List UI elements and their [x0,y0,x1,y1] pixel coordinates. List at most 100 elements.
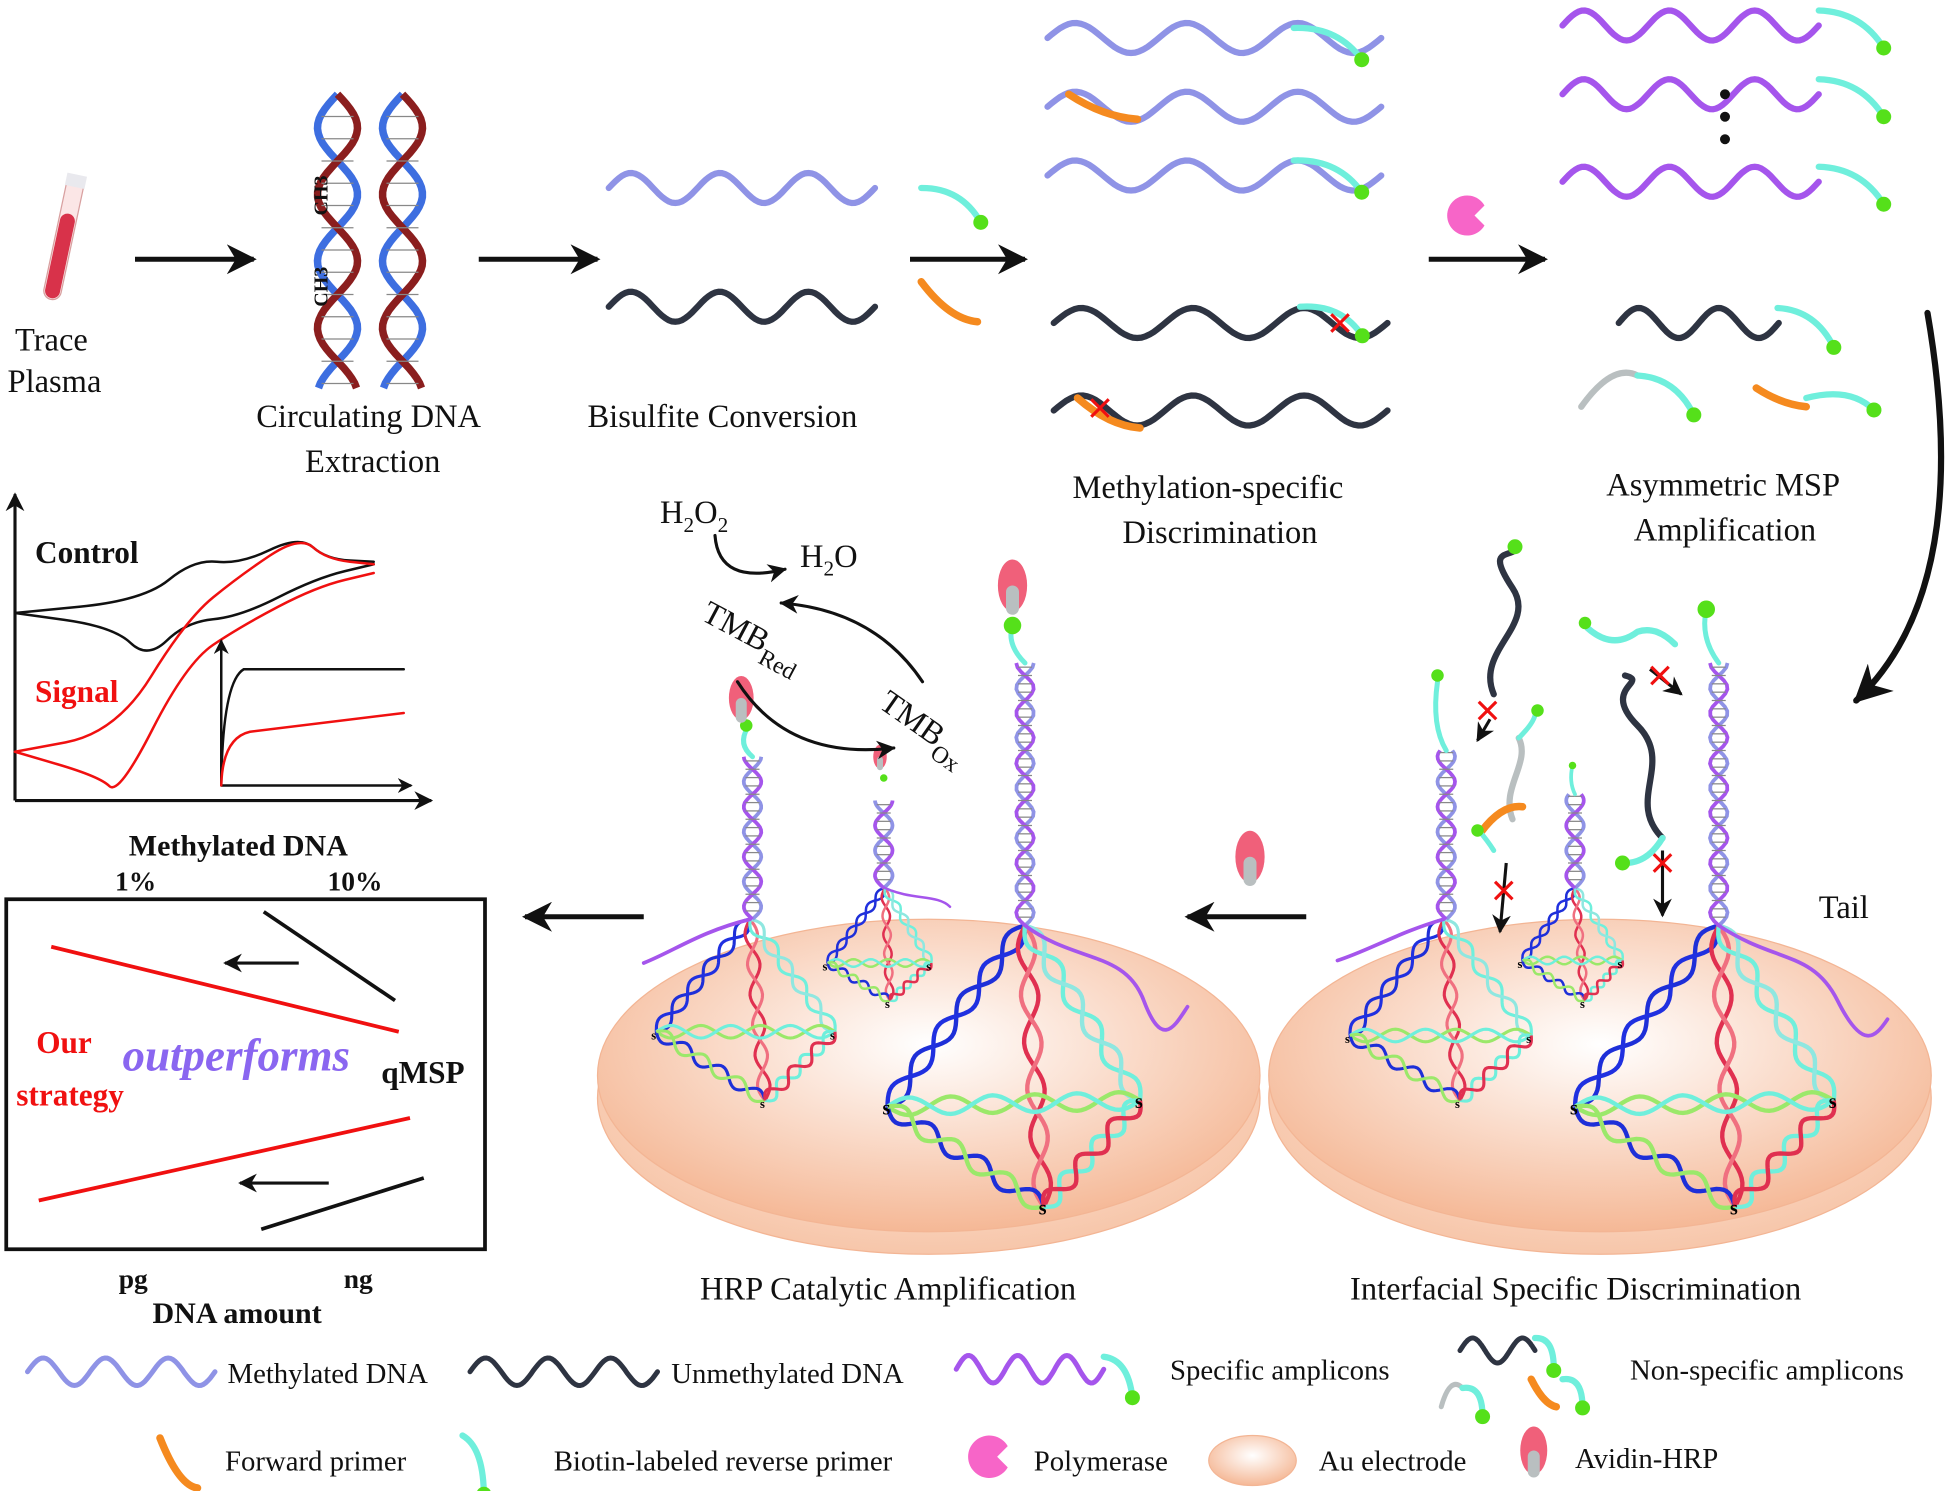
legend-specific: Specific amplicons [1170,1354,1390,1386]
helix-strand [1564,793,1586,890]
biotin-dot [1826,339,1842,355]
biotin-dot [1354,328,1370,344]
tetra-edge [1437,918,1467,1102]
tetra-edge [748,917,837,1034]
biotin-dot [1578,616,1592,630]
forward-primer [1477,802,1527,836]
thiol-anchor-label: s [1618,957,1623,971]
reverse-primer [1569,763,1577,797]
tetra-edge [743,918,772,1102]
helix-strand [1349,1027,1533,1044]
biotin-dot [1615,855,1630,871]
helix-strand [745,918,770,1102]
nonspecific-amplicon-strand [1487,547,1522,698]
inset-control-curve [220,668,405,787]
label-qmsp: qMSP [381,1055,464,1090]
helix-strand [1040,1100,1143,1207]
label-interfacial: Interfacial Specific Discrimination [1350,1271,1801,1307]
forward-primer [1073,394,1144,432]
biotin-dot [1876,109,1892,125]
tetra-edge [1015,924,1054,1208]
reverse-primer [1634,372,1697,419]
reverse-primer [1584,624,1679,648]
thiol-anchor-label: s [1345,1032,1350,1046]
helix-strand [763,1031,837,1101]
helix-strand [1708,662,1730,927]
biotin-dot [1507,539,1523,555]
thiol-anchor-label: s [1526,1032,1531,1046]
helix-strand [1521,955,1624,966]
chromosome-helix-left [313,91,362,390]
tetra-edge [1572,923,1721,1109]
label-extraction: Extraction [305,444,440,480]
thiol-anchor-label: s [1455,1097,1460,1111]
amplicon-helix [1564,793,1586,890]
label-trace: Trace [15,323,88,359]
helix-strand [1014,662,1036,927]
forward-primer [1065,90,1142,123]
helix-strand [378,91,427,390]
polymerase-icon [1447,195,1485,236]
helix-strand [654,919,752,1032]
label-dna-amount: DNA amount [153,1297,322,1330]
nonspecific-gray-strand [1578,369,1641,410]
thiol-anchor-label: s [885,997,890,1011]
helix-strand [884,886,932,965]
legend-avidin-hrp: Avidin-HRP [1575,1443,1718,1475]
thiol-anchor-label: s [823,960,828,974]
helix-strand [888,962,933,1001]
label-our: Our [36,1025,92,1060]
unmethylated-dna-strand [1050,304,1391,342]
helix-strand [1024,923,1141,1103]
tetra-edge [1709,924,1745,1208]
legend-specific-icon [953,1352,1107,1386]
biotin-dot [880,774,888,782]
helix-strand [1708,662,1730,927]
avidin-hrp-icon [1235,830,1265,886]
helix-strand [1443,917,1532,1038]
avidin-stem [1527,1450,1540,1478]
thiol-anchor-label: s [760,1097,765,1111]
tetra-edge [1573,1090,1835,1118]
helix-strand [885,925,1028,1107]
tetra-edge [880,887,895,1002]
tetra-edge [883,886,933,965]
tetrahedron-large: s s s [1570,923,1837,1219]
label-ch3-bottom: CH3 [311,267,333,307]
legend-nonspecific-icon [1457,1335,1538,1366]
arrow-h2o2-to-h2o [713,533,787,583]
label-plasma: Plasma [8,364,102,400]
helix-strand [313,91,362,390]
tetra-edge [1040,1098,1143,1209]
amplicon-helix [1708,662,1730,927]
x-stroke [1330,313,1350,333]
test-tube-icon [43,172,88,301]
specific-amplicon-strand [1559,163,1822,200]
helix-strand [881,887,894,1002]
thiol-anchor-label: s [1570,1097,1578,1119]
tetra-edge [654,1029,767,1103]
helix-strand [1564,793,1586,890]
methylated-dna-strand [1044,157,1385,194]
biotin-dot [1531,704,1544,717]
x-stroke [1652,853,1673,873]
tetra-edge [826,957,932,969]
forward-primer [1527,1375,1560,1411]
thiol-anchor-label: s [1730,1197,1738,1219]
legend-unmethylated: Unmethylated DNA [671,1358,904,1390]
biotin-dot [1876,40,1892,56]
legend-electrode-icon [1208,1434,1297,1487]
cv-signal-reverse [13,571,375,789]
helix-strand [1574,1103,1736,1210]
avidin-stem [1243,856,1257,886]
helix-strand [1522,958,1586,1003]
helix-strand [1711,924,1742,1208]
helix-strand [655,1029,766,1103]
tick-pg: pg [119,1263,148,1294]
helix-strand [887,1103,1045,1210]
tetra-edge [1583,959,1625,1002]
helix-strand [826,957,932,969]
label-methylation-specific: Methylation-specific [1073,470,1344,506]
label-circulating-dna: Circulating DNA [256,399,481,435]
amplicon-helix [1435,749,1457,921]
